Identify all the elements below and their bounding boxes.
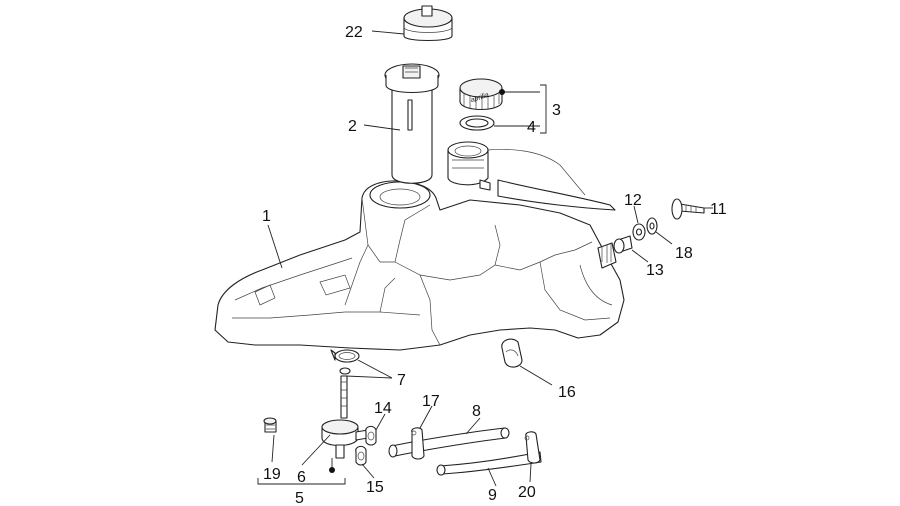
small-clamp-15-part — [355, 445, 367, 466]
tap-dot-marker — [329, 458, 335, 473]
hose-clamp-17-part — [411, 427, 425, 460]
spacer-washer-part — [632, 223, 646, 241]
callout-3: 3 — [552, 102, 561, 119]
clamp-part — [330, 349, 360, 363]
fuel-tank-part — [214, 180, 625, 351]
hose-clamp-20-part — [524, 431, 541, 464]
callout-11: 11 — [710, 201, 727, 218]
callout-1: 1 — [262, 208, 271, 225]
callout-7: 7 — [397, 372, 406, 389]
leader-lines — [257, 30, 713, 487]
breather-hose-part — [487, 149, 616, 211]
callout-13: 13 — [646, 262, 664, 279]
callout-19: 19 — [263, 466, 281, 483]
bolt-part — [263, 417, 277, 433]
callout-22: 22 — [345, 24, 363, 41]
fuel-tap-part — [321, 367, 369, 459]
tank-bracket-part — [597, 242, 617, 269]
filler-cap-part — [459, 78, 503, 111]
callout-8: 8 — [472, 403, 481, 420]
rubber-bushing-part — [613, 235, 633, 254]
callout-15: 15 — [366, 479, 384, 496]
callout-labels: 1 2 3 4 5 6 7 8 9 11 12 13 14 15 16 17 1… — [262, 24, 727, 506]
callout-12: 12 — [624, 192, 642, 209]
callout-4: 4 — [527, 119, 536, 136]
callout-2: 2 — [348, 118, 357, 135]
callout-9: 9 — [488, 487, 497, 504]
callout-16: 16 — [558, 384, 576, 401]
callout-5: 5 — [295, 490, 304, 506]
callout-17: 17 — [422, 393, 440, 410]
callout-20: 20 — [518, 484, 536, 501]
callout-18: 18 — [675, 245, 693, 262]
hose-9-part — [436, 451, 542, 476]
screw-part — [671, 198, 705, 220]
callout-14: 14 — [374, 400, 392, 417]
small-clamp-part — [365, 425, 377, 446]
hose-8-part — [388, 427, 510, 458]
washer-part — [646, 217, 658, 235]
clip-part — [501, 338, 523, 368]
fuel-sender-part — [384, 63, 440, 184]
gasket-ring-part — [459, 115, 495, 131]
sender-cap-part — [403, 5, 453, 42]
filler-neck-part — [447, 141, 491, 191]
callout-6: 6 — [297, 469, 306, 486]
